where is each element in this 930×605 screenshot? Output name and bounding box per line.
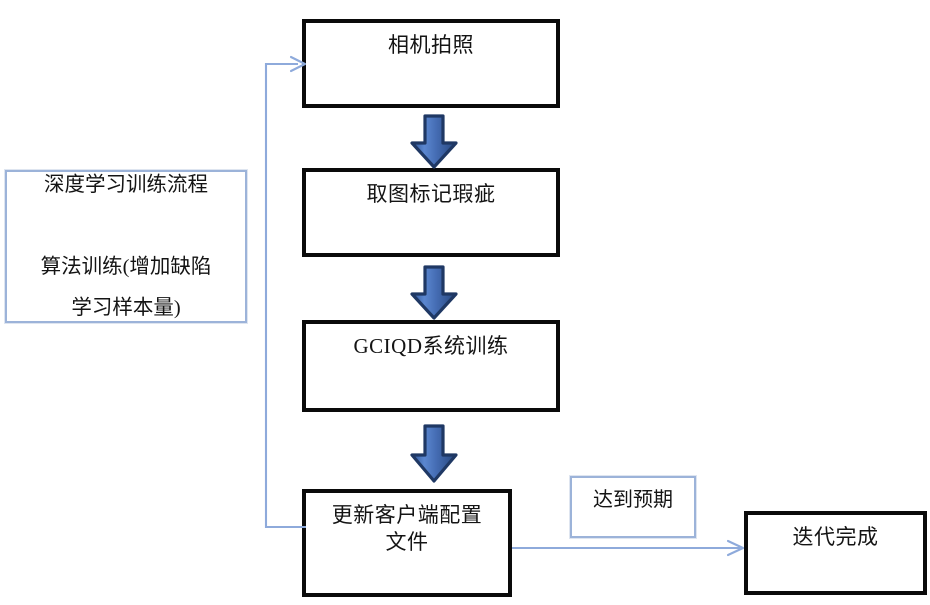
process-box-gciqd-training: GCIQD系统训练	[302, 320, 560, 412]
process-box-update-client-config: 更新客户端配置 文件	[302, 489, 512, 597]
process-box-iteration-complete-label: 迭代完成	[792, 525, 879, 549]
process-box-camera-capture-label: 相机拍照	[388, 33, 474, 57]
block-arrow-down-icon-1	[410, 114, 458, 169]
process-box-iteration-complete: 迭代完成	[744, 511, 927, 595]
process-box-capture-mark-defect-label: 取图标记瑕疵	[366, 182, 496, 206]
process-box-capture-mark-defect: 取图标记瑕疵	[302, 168, 560, 257]
annotation-note-box: 深度学习训练流程 算法训练(增加缺陷 学习样本量)	[5, 170, 247, 323]
annotation-note-text: 深度学习训练流程 算法训练(增加缺陷 学习样本量)	[40, 173, 212, 319]
note-box-reached-expectation-label: 达到预期	[593, 489, 673, 511]
connector-feedback-loop	[264, 55, 307, 529]
process-box-update-client-config-label: 更新客户端配置 文件	[331, 503, 483, 554]
block-arrow-down-icon-2	[410, 265, 458, 320]
block-arrow-down-icon-3	[410, 424, 458, 483]
connector-update-to-complete	[512, 539, 745, 557]
process-box-gciqd-training-label: GCIQD系统训练	[353, 334, 509, 358]
process-box-camera-capture: 相机拍照	[302, 19, 560, 108]
note-box-reached-expectation: 达到预期	[570, 476, 696, 538]
